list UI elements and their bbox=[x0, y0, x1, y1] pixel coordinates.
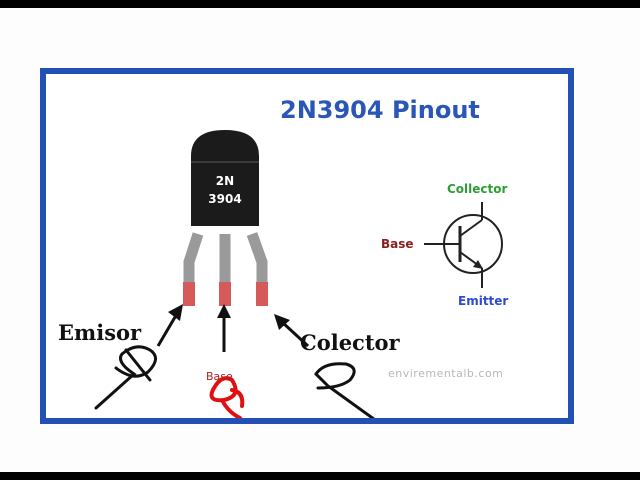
emisor-arrowhead bbox=[168, 304, 183, 321]
diagram-panel: 2N3904 Pinout bbox=[40, 68, 574, 424]
base-leg-tip bbox=[219, 282, 231, 306]
symbol-base-label: Base bbox=[381, 237, 414, 251]
emisor-arrow-shaft bbox=[156, 311, 180, 347]
watermark: envirementalb.com bbox=[388, 367, 504, 380]
colector-scribble bbox=[314, 362, 376, 418]
symbol-emitter-arrow bbox=[473, 260, 483, 269]
symbol-collector-label: Collector bbox=[447, 182, 508, 196]
emisor-handwritten-label: Emisor bbox=[58, 320, 142, 345]
emisor-scribble bbox=[94, 345, 157, 410]
symbol-collector-line bbox=[459, 219, 483, 237]
symbol-emitter-label: Emitter bbox=[458, 294, 509, 308]
collector-leg-tip bbox=[256, 282, 268, 306]
emitter-leg-tip bbox=[183, 282, 195, 306]
base-arrowhead bbox=[217, 304, 231, 318]
diagram-canvas: 2N3904 Pinout bbox=[46, 74, 568, 418]
transistor-body bbox=[191, 130, 259, 226]
base-pin-label: Base bbox=[206, 370, 233, 383]
colector-arrow-shaft bbox=[280, 320, 310, 348]
base-red-scribble bbox=[209, 376, 245, 418]
chip-label-line2: 3904 bbox=[208, 192, 242, 206]
colector-handwritten-label: Colector bbox=[300, 330, 400, 355]
screen-frame: 2N3904 Pinout bbox=[0, 8, 640, 472]
diagram-title: 2N3904 Pinout bbox=[280, 96, 480, 124]
colector-arrowhead bbox=[274, 314, 290, 330]
chip-label-line1: 2N bbox=[215, 174, 235, 188]
transistor-drawing bbox=[94, 130, 503, 418]
